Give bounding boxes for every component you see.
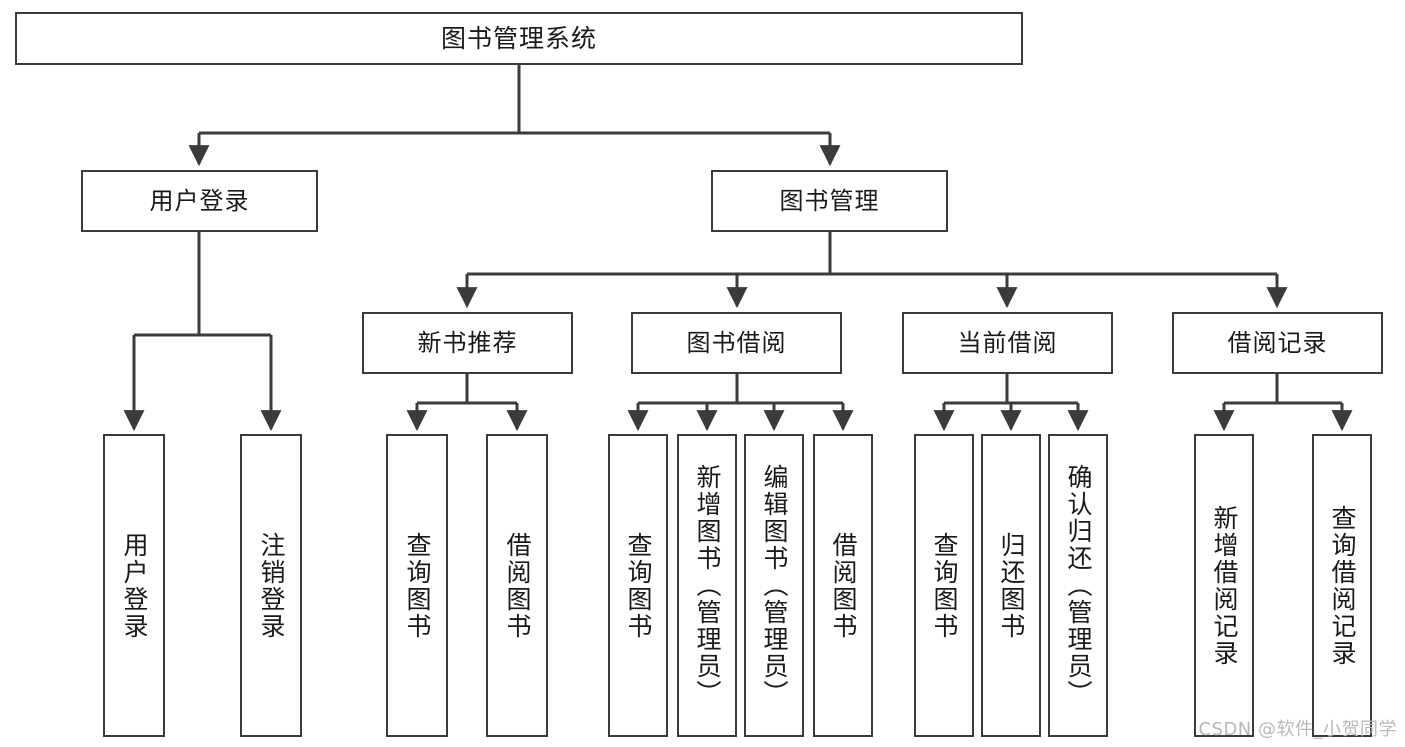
leaf-borrow-record-query[interactable]: 查询借阅记录 bbox=[1312, 434, 1372, 737]
leaf-new-book-borrow-label: 借阅图书 bbox=[503, 531, 532, 640]
node-current-borrow-label: 当前借阅 bbox=[957, 328, 1058, 357]
leaf-new-book-query-label: 查询图书 bbox=[403, 531, 432, 640]
node-user-login[interactable]: 用户登录 bbox=[81, 170, 318, 232]
leaf-book-borrow-borrow-label: 借阅图书 bbox=[829, 531, 858, 640]
leaf-new-book-query[interactable]: 查询图书 bbox=[386, 434, 448, 737]
node-book-borrow[interactable]: 图书借阅 bbox=[631, 312, 842, 374]
leaf-book-borrow-add-label: 新增图书（管理员） bbox=[693, 464, 722, 707]
leaf-current-borrow-query-label: 查询图书 bbox=[930, 531, 959, 640]
leaf-user-login-logout[interactable]: 注销登录 bbox=[240, 434, 302, 737]
leaf-borrow-record-add-label: 新增借阅记录 bbox=[1210, 504, 1239, 667]
node-book-management[interactable]: 图书管理 bbox=[711, 170, 948, 232]
leaf-book-borrow-query[interactable]: 查询图书 bbox=[608, 434, 668, 737]
node-new-book-recommend[interactable]: 新书推荐 bbox=[362, 312, 573, 374]
node-root-label: 图书管理系统 bbox=[440, 23, 597, 53]
leaf-current-borrow-query[interactable]: 查询图书 bbox=[914, 434, 974, 737]
leaf-book-borrow-borrow[interactable]: 借阅图书 bbox=[813, 434, 873, 737]
leaf-user-login-login-label: 用户登录 bbox=[120, 531, 149, 640]
node-book-borrow-label: 图书借阅 bbox=[686, 328, 787, 357]
node-new-book-recommend-label: 新书推荐 bbox=[417, 328, 518, 357]
leaf-book-borrow-edit[interactable]: 编辑图书（管理员） bbox=[744, 434, 804, 737]
leaf-new-book-borrow[interactable]: 借阅图书 bbox=[486, 434, 548, 737]
leaf-book-borrow-add[interactable]: 新增图书（管理员） bbox=[677, 434, 737, 737]
node-root-book-management-system[interactable]: 图书管理系统 bbox=[15, 12, 1023, 65]
leaf-borrow-record-add[interactable]: 新增借阅记录 bbox=[1194, 434, 1254, 737]
leaf-current-borrow-return-label: 归还图书 bbox=[997, 531, 1026, 640]
leaf-book-borrow-query-label: 查询图书 bbox=[624, 531, 653, 640]
node-book-management-label: 图书管理 bbox=[779, 186, 880, 215]
leaf-user-login-logout-label: 注销登录 bbox=[257, 531, 286, 640]
node-borrow-record[interactable]: 借阅记录 bbox=[1172, 312, 1383, 374]
leaf-current-borrow-confirm-return[interactable]: 确认归还（管理员） bbox=[1048, 434, 1108, 737]
leaf-current-borrow-return[interactable]: 归还图书 bbox=[981, 434, 1041, 737]
leaf-user-login-login[interactable]: 用户登录 bbox=[103, 434, 165, 737]
node-user-login-label: 用户登录 bbox=[149, 186, 250, 215]
node-current-borrow[interactable]: 当前借阅 bbox=[902, 312, 1113, 374]
watermark: CSDN @软件_小贺同学 bbox=[1198, 719, 1397, 740]
leaf-borrow-record-query-label: 查询借阅记录 bbox=[1328, 504, 1357, 667]
leaf-current-borrow-confirm-return-label: 确认归还（管理员） bbox=[1064, 464, 1093, 707]
node-borrow-record-label: 借阅记录 bbox=[1227, 328, 1328, 357]
leaf-book-borrow-edit-label: 编辑图书（管理员） bbox=[760, 464, 789, 707]
